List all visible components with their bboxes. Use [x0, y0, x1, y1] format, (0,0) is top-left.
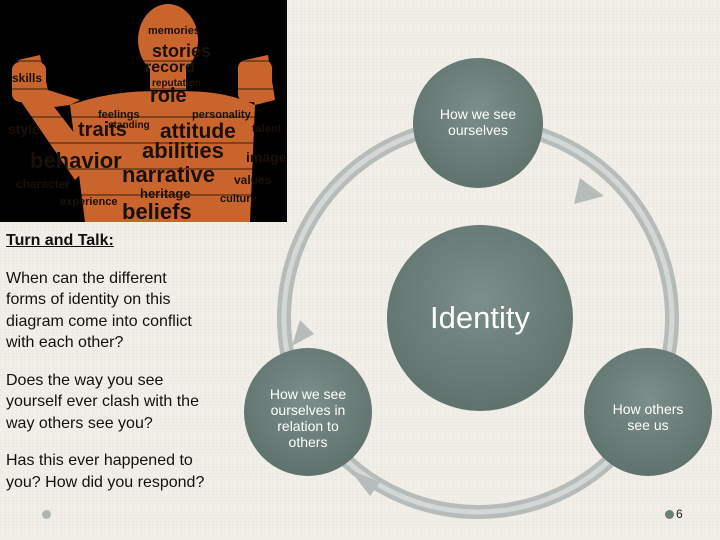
turn-and-talk-heading: Turn and Talk: — [6, 232, 114, 249]
word-image: image — [246, 149, 287, 165]
question-3: Has this ever happened to you? How did y… — [6, 452, 205, 491]
word-skills: skills — [12, 71, 42, 85]
turn-and-talk-panel: Turn and Talk: When can the different fo… — [6, 230, 206, 509]
word-talent: talent — [252, 123, 282, 135]
decorative-dot — [42, 510, 51, 519]
page-number-dot — [665, 510, 674, 519]
word-experience: experience — [60, 196, 117, 208]
node-label-left: How we see ourselves in relation to othe… — [269, 386, 347, 450]
center-label-identity: Identity — [430, 300, 530, 335]
word-narrative: narrative — [122, 162, 215, 187]
wordart-silhouette: memories stories record reputation role … — [0, 4, 287, 222]
word-record: record — [145, 59, 195, 76]
word-behavior: behavior — [30, 148, 122, 173]
word-role: role — [150, 85, 187, 107]
word-attitude: attitude — [160, 120, 236, 143]
word-heritage: heritage — [140, 186, 191, 201]
right-node — [584, 348, 712, 476]
node-label-right: How others see us — [612, 401, 684, 433]
left-node — [244, 348, 372, 476]
word-values: values — [234, 173, 272, 187]
word-traits: traits — [78, 119, 127, 141]
arrow-head-bottom — [350, 470, 380, 496]
word-stories: stories — [152, 41, 211, 61]
center-node — [387, 225, 573, 411]
word-style: style — [8, 121, 40, 137]
word-memories: memories — [148, 25, 200, 37]
node-label-top: How we see ourselves — [439, 106, 517, 138]
word-standing: standing — [108, 120, 150, 131]
word-abilities: abilities — [142, 138, 224, 163]
word-culture: culture — [220, 193, 257, 205]
word-personality: personality — [192, 109, 252, 121]
word-beliefs: beliefs — [122, 199, 192, 222]
top-node — [413, 58, 543, 188]
page-number: 6 — [676, 507, 683, 521]
word-reputation: reputation — [152, 78, 201, 89]
word-character: character — [16, 177, 70, 191]
arrow-head-left — [292, 320, 314, 346]
word-feelings: feelings — [98, 109, 140, 121]
question-2: Does the way you see yourself ever clash… — [6, 371, 199, 432]
arrow-head-top-right — [574, 178, 604, 204]
identity-wordart-image: memories stories record reputation role … — [0, 0, 287, 222]
question-1: When can the different forms of identity… — [6, 269, 192, 352]
